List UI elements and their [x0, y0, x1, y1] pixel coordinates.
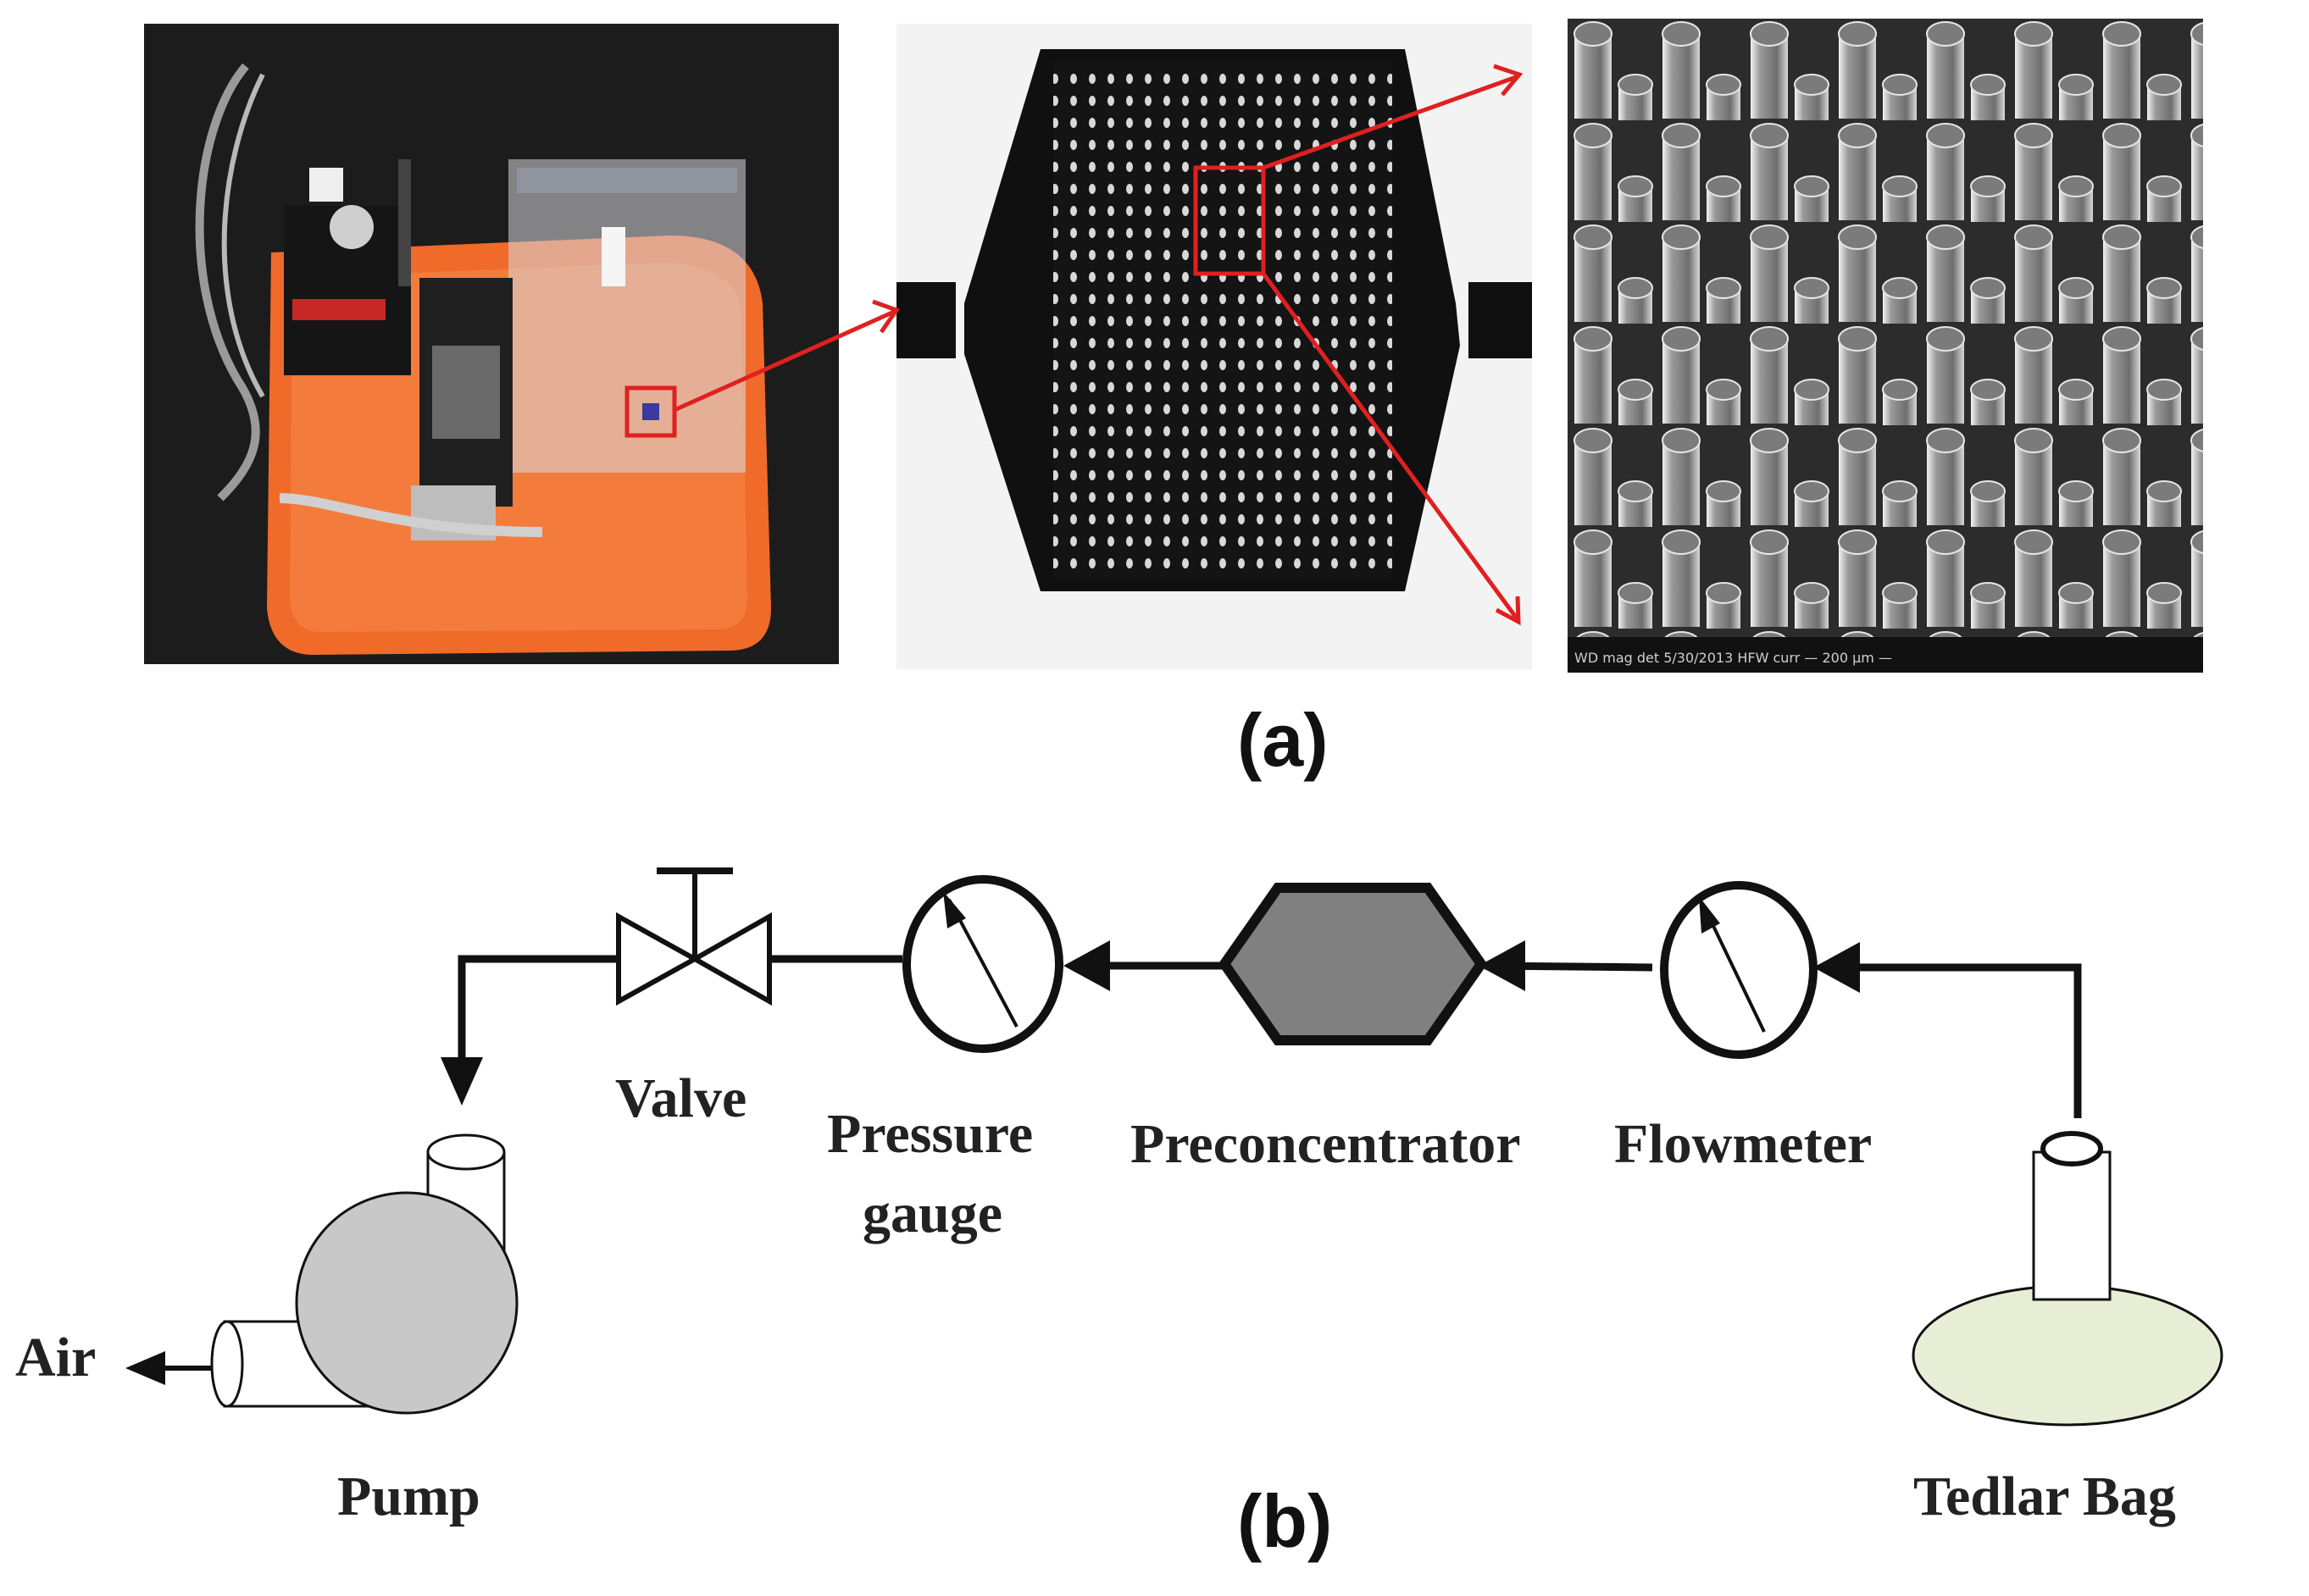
panel-label-b: (b) — [1237, 1479, 1333, 1563]
chip-micrograph-image — [896, 24, 1532, 669]
pressure-gauge-label-line1: Pressure — [827, 1103, 1034, 1165]
sem-image-micropillars — [1568, 19, 2203, 673]
arrowhead-into-gauge — [1063, 940, 1110, 991]
flowmeter-gauge — [1660, 881, 1818, 1059]
air-label: Air — [15, 1327, 97, 1388]
tedlar-bag-label: Tedlar Bag — [1913, 1466, 2176, 1527]
chip-micrograph — [896, 24, 1532, 669]
sem-image: WD mag det 5/30/2013 HFW curr — 200 µm — — [1568, 19, 2203, 673]
pipe-bag-to-flowmeter — [1856, 963, 2082, 1118]
pressure-gauge-label-line2: gauge — [863, 1183, 1002, 1244]
setup-photo-image — [144, 24, 839, 664]
sem-info-bar: WD mag det 5/30/2013 HFW curr — 200 µm — — [1574, 650, 1892, 666]
pump-symbol — [210, 1133, 519, 1415]
flowmeter-label: Flowmeter — [1614, 1113, 1873, 1175]
valve-symbol — [616, 867, 772, 1006]
preconcentrator-label: Preconcentrator — [1130, 1113, 1521, 1175]
tedlar-bag-symbol — [1912, 1131, 2223, 1427]
preconcentrator-hexagon — [1218, 883, 1488, 1045]
setup-photo — [144, 24, 839, 664]
flow-schematic — [125, 867, 2223, 1427]
zoom-arrowhead-1 — [872, 299, 900, 334]
arrowhead-into-pump — [441, 1057, 483, 1106]
valve-label: Valve — [615, 1067, 747, 1129]
arrowhead-into-preconcentrator — [1479, 940, 1525, 991]
pressure-gauge — [902, 875, 1063, 1053]
panel-label-a: (a) — [1237, 698, 1329, 782]
arrowhead-into-flowmeter — [1813, 942, 1860, 993]
pump-label: Pump — [337, 1466, 480, 1527]
pipe-valve-to-pump — [458, 955, 619, 1084]
arrowhead-air-out — [125, 1351, 165, 1385]
